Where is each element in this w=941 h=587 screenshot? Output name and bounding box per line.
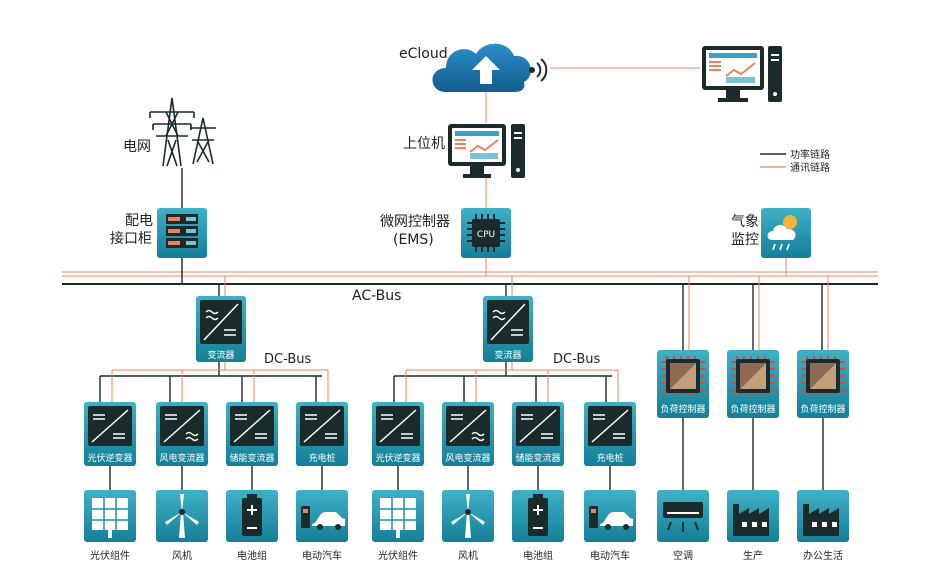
device-label: 电池组 (237, 551, 267, 562)
dc-bus-right-label: DC-Bus (553, 352, 601, 367)
weather-label-line1: 气象 (731, 214, 759, 230)
electric-car-icon (584, 490, 636, 542)
legend-comm-label: 通讯链路 (790, 163, 830, 174)
device-label: 空调 (673, 551, 693, 562)
device-label: 电池组 (523, 551, 553, 562)
ecloud-label: eCloud (399, 46, 448, 62)
wind-turbine-icon (156, 490, 208, 542)
load-controller-icon (657, 350, 709, 418)
sub-converter-caption: 储能变流器 (515, 454, 561, 464)
air-conditioner-icon (657, 490, 709, 542)
host-computer-icon (448, 124, 525, 178)
load-controller-caption: 负荷控制器 (660, 405, 706, 415)
sub-converter-icon (226, 402, 278, 466)
sub-converter-caption: 风电变流器 (159, 454, 205, 464)
converter-caption: 变流器 (494, 351, 522, 361)
legend (760, 153, 786, 168)
desktop-computer-icon (702, 46, 782, 102)
weather-icon (761, 208, 811, 258)
solar-panel-icon (84, 490, 136, 542)
sub-converter-caption: 充电桩 (308, 454, 336, 464)
cloud-icon (432, 43, 531, 92)
dc-bus-left-label: DC-Bus (264, 352, 312, 367)
device-label: 光伏组件 (378, 551, 418, 562)
ems-label-line2: (EMS) (393, 232, 434, 248)
battery-icon (512, 490, 564, 542)
host-label: 上位机 (403, 136, 445, 152)
converter-icon (196, 296, 246, 362)
sub-converter-icon (84, 402, 136, 466)
sub-converter-icon (372, 402, 424, 466)
wind-turbine-icon (442, 490, 494, 542)
device-label: 电动汽车 (590, 551, 630, 562)
cabinet-label-line2: 接口柜 (110, 231, 152, 247)
sub-converter-icon (296, 402, 348, 466)
load-controller-caption: 负荷控制器 (730, 405, 776, 415)
load-controller-icon (727, 350, 779, 418)
weather-label-line2: 监控 (731, 232, 759, 248)
cabinet-label-line1: 配电 (125, 213, 153, 229)
converter-icon (483, 296, 533, 362)
device-label: 办公生活 (803, 551, 843, 562)
cpu-label: CPU (477, 230, 495, 240)
electric-car-icon (296, 490, 348, 542)
sub-converter-icon (512, 402, 564, 466)
device-label: 风机 (458, 551, 478, 562)
device-label: 电动汽车 (302, 551, 342, 562)
ems-label-line1: 微网控制器 (380, 214, 450, 230)
sub-converter-icon (442, 402, 494, 466)
ac-bus-label: AC-Bus (352, 288, 402, 304)
sub-converter-icon (584, 402, 636, 466)
converter-caption: 变流器 (207, 351, 235, 361)
wireless-signal-icon (529, 58, 548, 82)
device-label: 光伏组件 (90, 551, 130, 562)
distribution-cabinet-icon (157, 208, 207, 258)
power-tower-icon (149, 97, 216, 167)
sub-converter-caption: 充电桩 (596, 454, 624, 464)
battery-icon (226, 490, 278, 542)
device-label: 风机 (172, 551, 192, 562)
office-building-icon (797, 490, 849, 542)
solar-panel-icon (372, 490, 424, 542)
cpu-controller-icon (461, 208, 511, 258)
device-label: 生产 (743, 551, 763, 562)
factory-icon (727, 490, 779, 542)
load-controller-caption: 负荷控制器 (800, 405, 846, 415)
load-controller-icon (797, 350, 849, 418)
sub-converter-icon (156, 402, 208, 466)
sub-converter-caption: 光伏逆变器 (87, 454, 133, 464)
grid-label: 电网 (123, 139, 151, 155)
sub-converter-caption: 储能变流器 (229, 454, 275, 464)
sub-converter-caption: 风电变流器 (445, 454, 491, 464)
sub-converter-caption: 光伏逆变器 (375, 454, 421, 464)
legend-power-label: 功率链路 (790, 150, 830, 161)
